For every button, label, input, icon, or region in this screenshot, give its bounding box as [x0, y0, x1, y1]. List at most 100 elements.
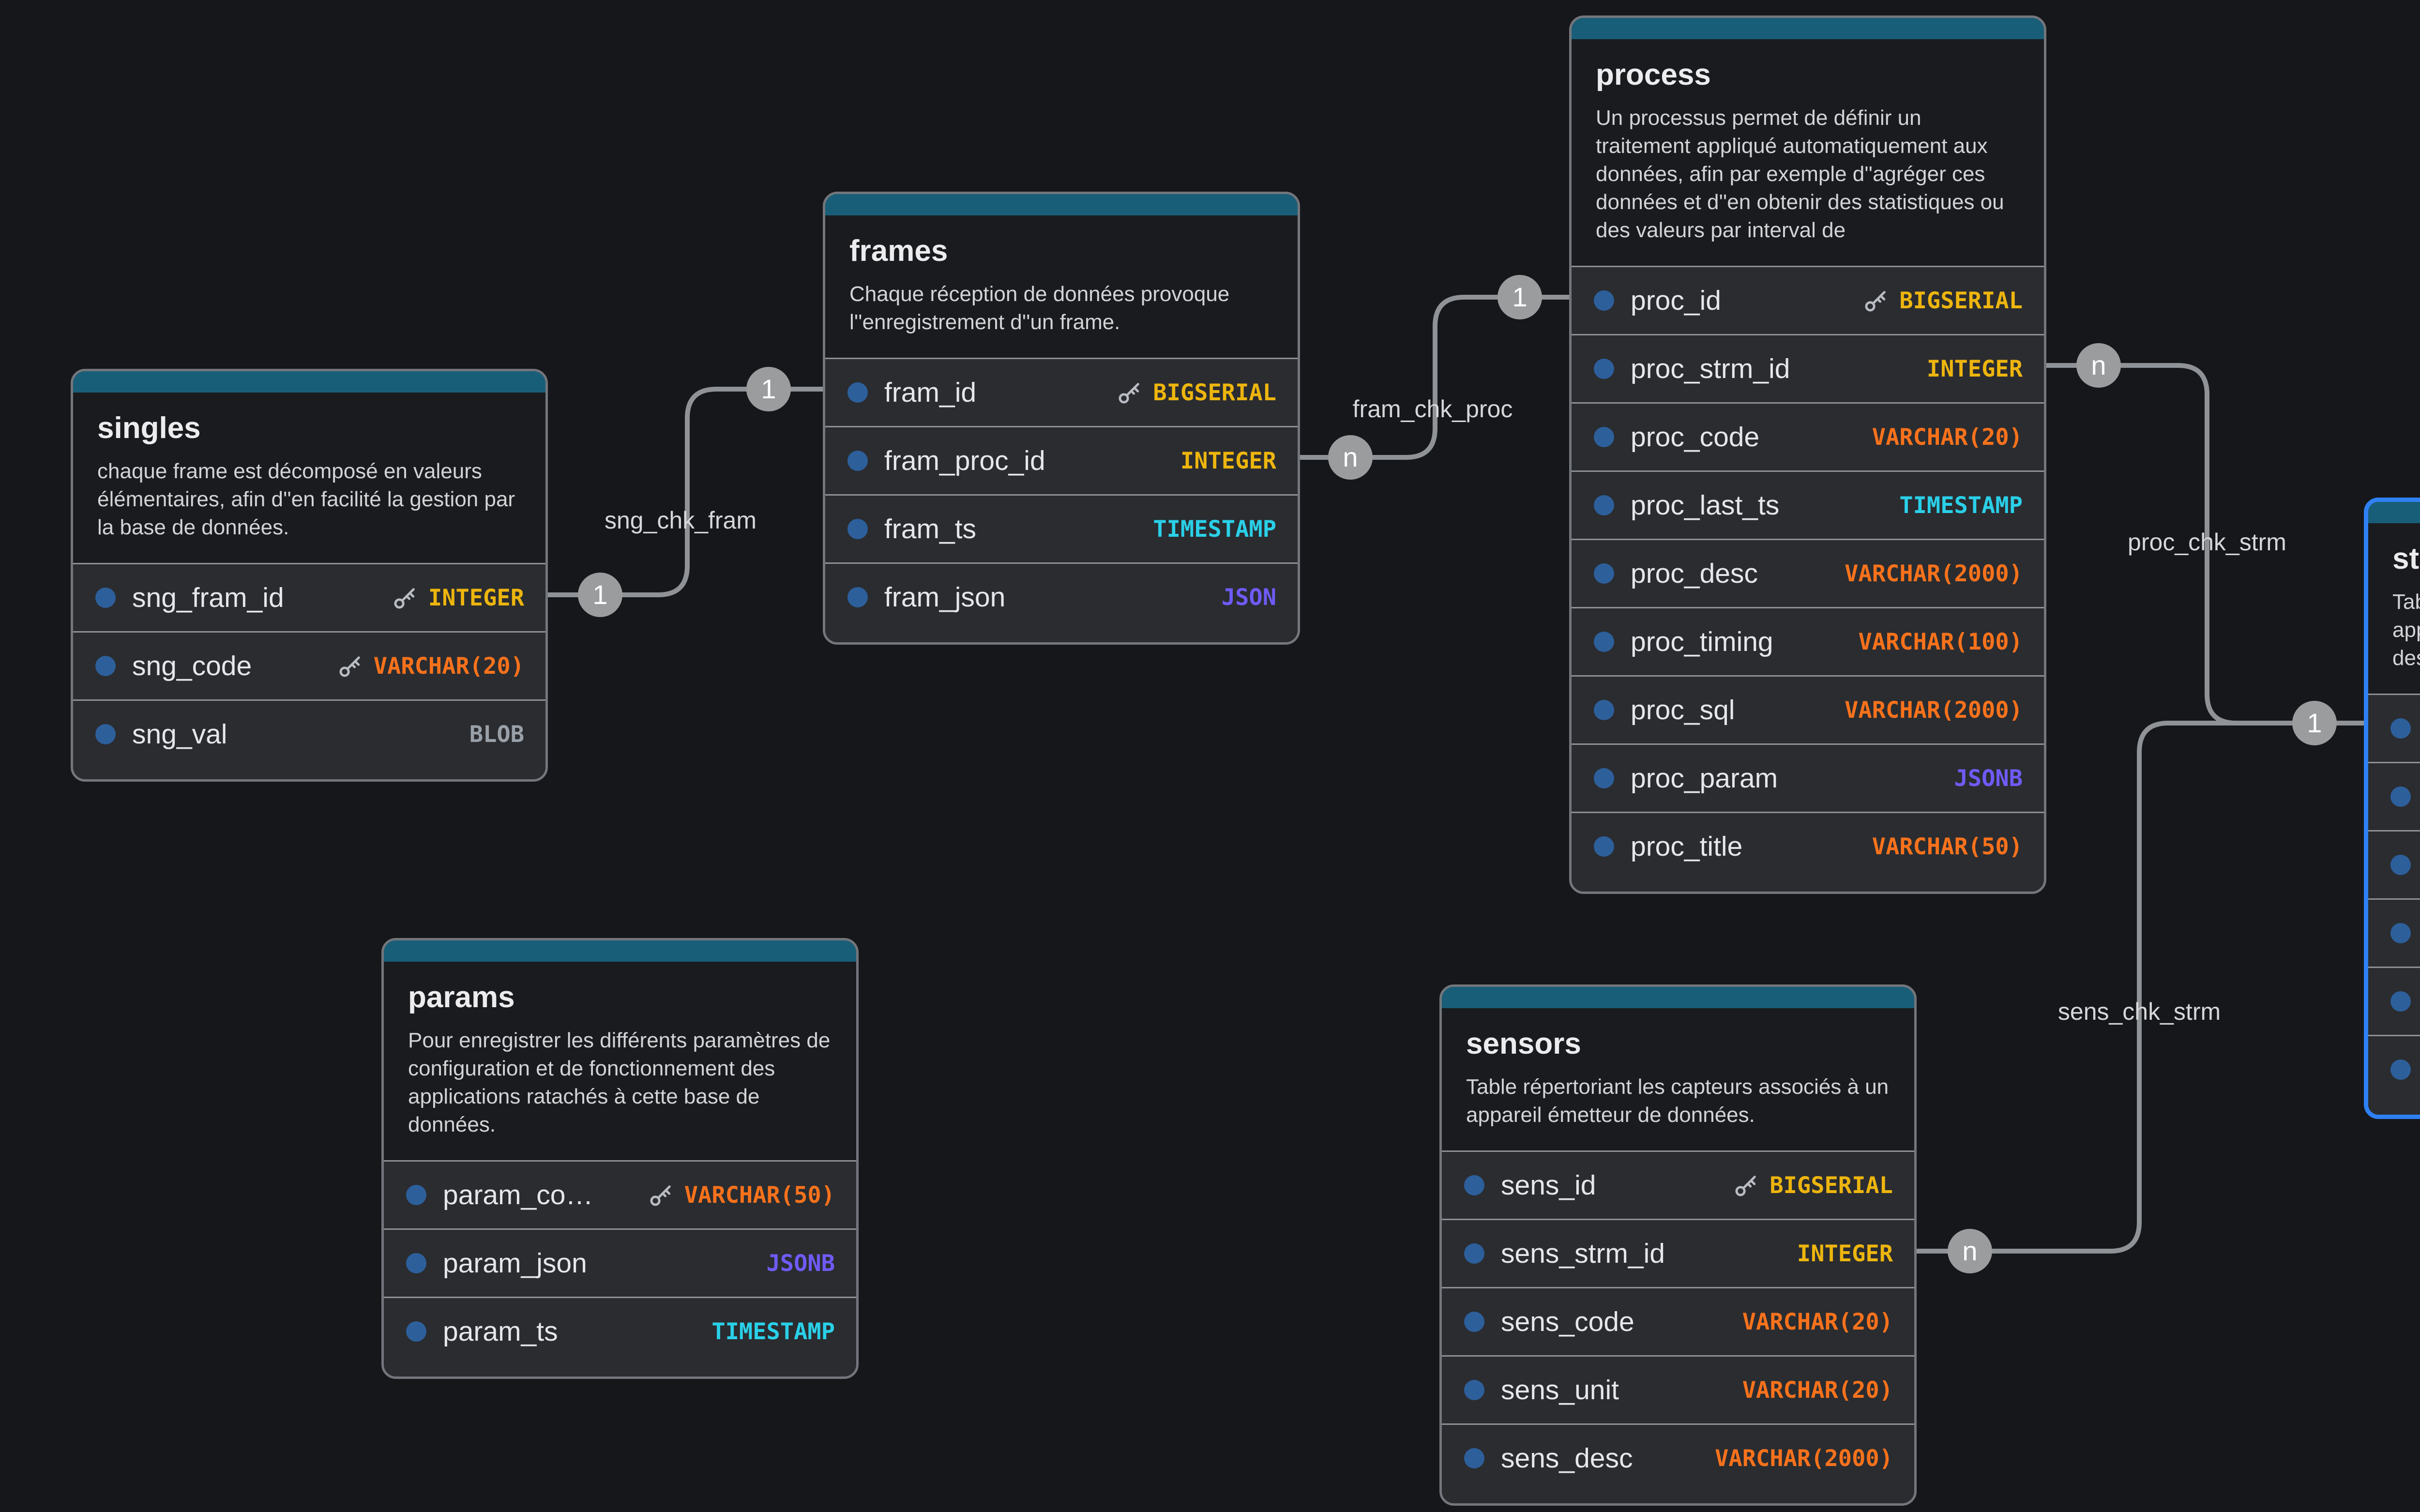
cardinality-marker[interactable]: n	[1328, 435, 1373, 480]
table-columns: sens_id BIGSERIAL sens_strm_id INTEGER s…	[1442, 1150, 1914, 1503]
table-column-row[interactable]: proc_strm_id INTEGER	[1572, 334, 2044, 402]
column-dot-icon	[2390, 855, 2411, 875]
primary-key-icon	[1117, 380, 1142, 405]
column-type: JSONB	[1954, 765, 2023, 792]
column-dot-icon	[2390, 923, 2411, 943]
table-column-row[interactable]: sens_strm_id INTEGER	[1442, 1219, 1914, 1287]
relation-label: sens_chk_strm	[2057, 998, 2221, 1025]
column-name: proc_strm_id	[1631, 353, 1790, 384]
cardinality-marker[interactable]: 1	[1497, 275, 1542, 319]
table-column-row[interactable]: strm_code VARCHAR(20)	[2368, 830, 2420, 898]
table-column-row[interactable]: fram_ts TIMESTAMP	[825, 494, 1298, 562]
table-header-bar[interactable]	[384, 940, 856, 962]
column-dot-icon	[2390, 718, 2411, 739]
table-column-row[interactable]: param_ts TIMESTAMP	[384, 1297, 856, 1365]
column-name: fram_json	[884, 582, 1006, 613]
table-column-row[interactable]: sens_id BIGSERIAL	[1442, 1150, 1914, 1219]
cardinality-marker[interactable]: 1	[2292, 701, 2337, 745]
column-name: sng_fram_id	[132, 582, 284, 613]
table-singles[interactable]: singles chaque frame est décomposé en va…	[71, 369, 548, 782]
table-column-row[interactable]: proc_code VARCHAR(20)	[1572, 402, 2044, 470]
column-type: INTEGER	[1926, 355, 2023, 382]
table-column-row[interactable]: proc_timing VARCHAR(100)	[1572, 607, 2044, 675]
table-header-bar[interactable]	[1442, 987, 1914, 1008]
table-sensors[interactable]: sensors Table répertoriant les capteurs …	[1439, 984, 1917, 1506]
table-streams[interactable]: streams Table permettant de lister les d…	[2364, 498, 2420, 1119]
table-params[interactable]: params Pour enregistrer les différents p…	[381, 938, 859, 1379]
table-header-bar[interactable]	[73, 371, 545, 393]
table-column-row[interactable]: sng_code VARCHAR(20)	[73, 631, 545, 699]
table-title: params	[408, 981, 515, 1014]
table-column-row[interactable]: sens_unit VARCHAR(20)	[1442, 1355, 1914, 1423]
table-column-row[interactable]: fram_json JSON	[825, 562, 1298, 631]
table-column-row[interactable]: strm_topic VARCHAR(2000)	[2368, 967, 2420, 1035]
table-column-row[interactable]: strm_desc VARCHAR(2000)	[2368, 762, 2420, 830]
table-process[interactable]: process Un processus permet de définir u…	[1569, 15, 2046, 894]
primary-key-icon	[338, 653, 363, 679]
table-column-row[interactable]: sens_desc VARCHAR(2000)	[1442, 1423, 1914, 1492]
primary-key-icon	[649, 1182, 674, 1208]
table-column-row[interactable]: sens_code VARCHAR(20)	[1442, 1287, 1914, 1355]
table-column-row[interactable]: strm_rules JSON	[2368, 1035, 2420, 1103]
table-column-row[interactable]: proc_param JSONB	[1572, 743, 2044, 812]
table-column-row[interactable]: sng_val BLOB	[73, 699, 545, 768]
column-type: VARCHAR(20)	[1742, 1308, 1893, 1335]
table-info: params Pour enregistrer les différents p…	[384, 962, 856, 1160]
relation-line-sng-chk-fram[interactable]	[545, 387, 825, 597]
cardinality-marker[interactable]: n	[2076, 343, 2121, 388]
table-description: Table répertoriant les capteurs associés…	[1466, 1075, 1889, 1127]
table-description: chaque frame est décomposé en valeurs él…	[97, 459, 515, 539]
column-name: sens_unit	[1501, 1375, 1619, 1406]
column-type: JSONB	[766, 1250, 835, 1277]
column-type: VARCHAR(20)	[1742, 1376, 1893, 1404]
table-column-row[interactable]: strm_name VARCHAR(100)	[2368, 898, 2420, 967]
column-type: VARCHAR(2000)	[1845, 560, 2023, 587]
table-title: frames	[849, 234, 948, 268]
table-column-row[interactable]: proc_id BIGSERIAL	[1572, 266, 2044, 334]
table-header-bar[interactable]	[2368, 502, 2420, 523]
column-dot-icon	[1464, 1312, 1484, 1332]
primary-key-icon	[393, 585, 418, 610]
relation-label: proc_chk_strm	[2128, 529, 2286, 556]
column-dot-icon	[2390, 991, 2411, 1012]
column-dot-icon	[847, 587, 868, 607]
cardinality-marker[interactable]: n	[1948, 1229, 1992, 1273]
column-dot-icon	[1594, 427, 1614, 447]
cardinality-marker[interactable]: 1	[578, 573, 622, 617]
column-dot-icon	[847, 519, 868, 539]
column-name: proc_id	[1631, 285, 1721, 316]
cardinality-marker[interactable]: 1	[746, 367, 791, 411]
table-description: Un processus permet de définir un traite…	[1596, 106, 2004, 242]
column-name: sens_strm_id	[1501, 1238, 1665, 1269]
column-dot-icon	[2390, 786, 2411, 807]
column-name: sens_id	[1501, 1170, 1596, 1201]
table-column-row[interactable]: fram_id BIGSERIAL	[825, 358, 1298, 426]
column-type: BIGSERIAL	[1770, 1172, 1893, 1199]
table-info: process Un processus permet de définir u…	[1572, 39, 2044, 266]
table-column-row[interactable]: proc_desc VARCHAR(2000)	[1572, 539, 2044, 607]
table-column-row[interactable]: strm_id BIGSERIAL	[2368, 694, 2420, 762]
table-header-bar[interactable]	[825, 194, 1298, 215]
primary-key-icon	[1863, 288, 1889, 313]
column-dot-icon	[1594, 768, 1614, 788]
relation-line-fram-chk-proc[interactable]	[1298, 295, 1572, 460]
table-column-row[interactable]: fram_proc_id INTEGER	[825, 426, 1298, 494]
relation-line-sens-chk-strm[interactable]	[1914, 721, 2366, 1254]
table-column-row[interactable]: proc_title VARCHAR(50)	[1572, 812, 2044, 880]
column-name: proc_sql	[1631, 695, 1735, 726]
column-dot-icon	[2390, 1059, 2411, 1080]
table-column-row[interactable]: sng_fram_id INTEGER	[73, 563, 545, 631]
column-type: INTEGER	[428, 584, 524, 611]
column-name: sens_code	[1501, 1306, 1634, 1337]
table-column-row[interactable]: proc_sql VARCHAR(2000)	[1572, 675, 2044, 743]
table-column-row[interactable]: proc_last_ts TIMESTAMP	[1572, 470, 2044, 539]
table-header-bar[interactable]	[1572, 18, 2044, 39]
column-name: proc_last_ts	[1631, 490, 1780, 521]
table-column-row[interactable]: param_co… VARCHAR(50)	[384, 1160, 856, 1228]
column-type: VARCHAR(20)	[1872, 423, 2023, 451]
table-frames[interactable]: frames Chaque réception de données provo…	[823, 192, 1300, 645]
table-column-row[interactable]: param_json JSONB	[384, 1228, 856, 1297]
relation-label: fram_chk_proc	[1352, 395, 1513, 423]
